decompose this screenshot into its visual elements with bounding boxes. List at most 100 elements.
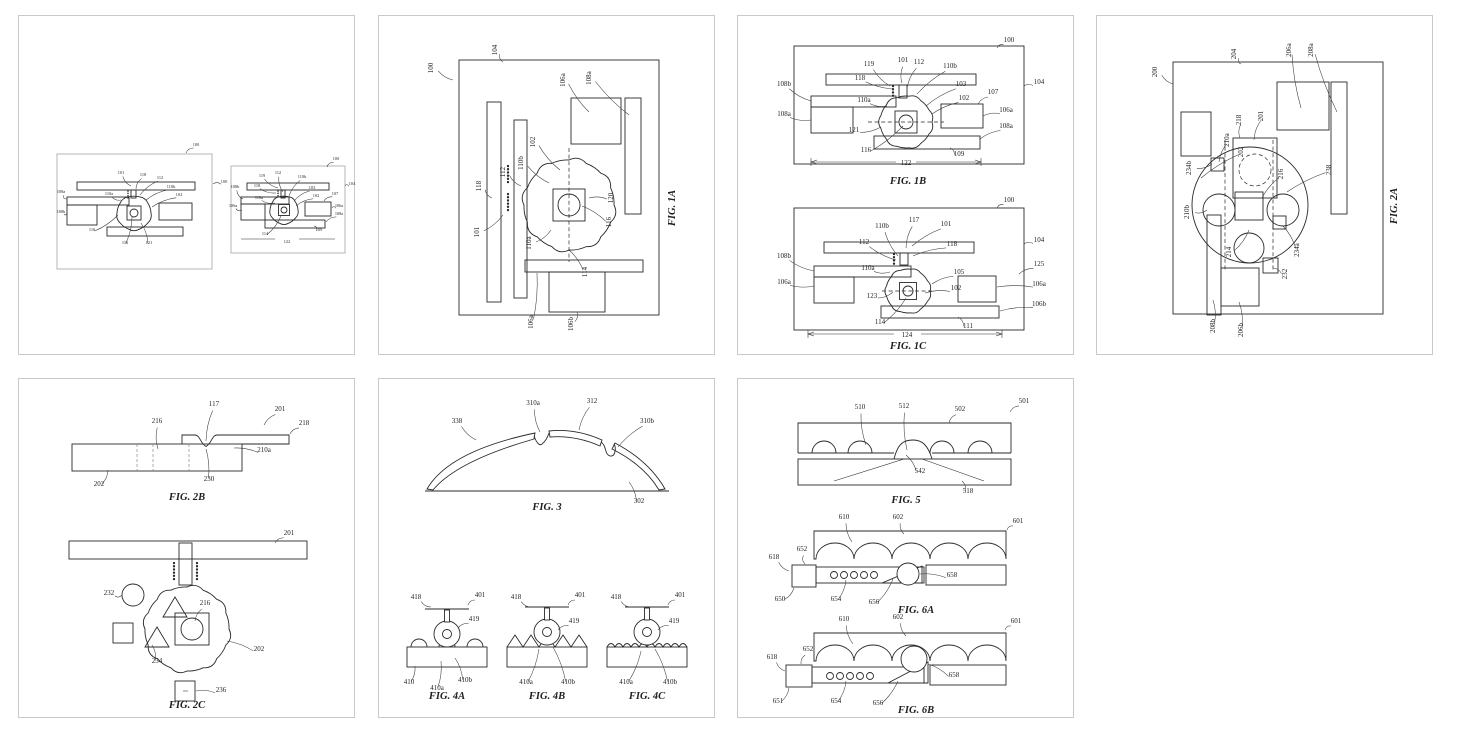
- ref-numeral: 201: [284, 529, 295, 537]
- ref-numeral: 118: [475, 180, 483, 191]
- leader-line: [588, 196, 608, 200]
- leader-line: [437, 660, 442, 688]
- figure-caption: FIG. 1C: [889, 341, 927, 352]
- ref-numeral: 410b: [663, 678, 678, 686]
- ref-numeral: 618: [767, 653, 778, 661]
- leader-line: [870, 125, 904, 152]
- leader-line: [869, 246, 897, 261]
- ref-numeral: 102: [951, 284, 962, 292]
- leader-line: [185, 147, 194, 154]
- leader-line: [145, 189, 169, 201]
- leader-line: [899, 523, 905, 535]
- ref-numeral: 110a: [105, 191, 113, 196]
- leader-line: [1314, 54, 1338, 113]
- ref-numeral: 419: [569, 617, 580, 625]
- ref-numeral: 602: [893, 513, 904, 521]
- figure-caption: FIG. 6A: [897, 605, 934, 616]
- ref-numeral: 119: [864, 60, 875, 68]
- figure-caption: FIG. 2C: [168, 700, 206, 711]
- ref-numeral: 401: [575, 591, 586, 599]
- ref-numeral: 502: [955, 405, 966, 413]
- leader-line: [1023, 83, 1034, 87]
- ref-numeral: 204: [1230, 48, 1238, 59]
- leader-line: [877, 578, 894, 603]
- ref-numeral: 312: [587, 397, 598, 405]
- leader-line: [1286, 172, 1326, 193]
- ref-numeral: 652: [803, 645, 814, 653]
- ref-numeral: 110: [89, 227, 95, 232]
- leader-line: [906, 68, 917, 89]
- ref-numeral: 501: [1019, 397, 1030, 405]
- leader-line: [1006, 525, 1013, 531]
- ref-numeral: 100: [1004, 36, 1015, 44]
- leader-line: [916, 70, 946, 95]
- ref-numeral: 236: [216, 686, 227, 694]
- leader-line: [859, 126, 882, 133]
- ref-numeral: 418: [511, 593, 522, 601]
- leader-line: [578, 407, 590, 431]
- ref-numeral: 110b: [943, 62, 957, 70]
- ref-numeral: 104: [1034, 236, 1045, 244]
- ref-numeral: 106a: [999, 106, 1014, 114]
- ref-numeral: 107: [332, 191, 339, 196]
- leader-line: [235, 208, 243, 212]
- ref-numeral: 104: [491, 44, 499, 55]
- leader-line: [900, 66, 903, 84]
- leader-line: [979, 130, 1001, 140]
- ref-numeral: 109: [954, 150, 965, 158]
- ref-numeral: 206a: [1285, 42, 1293, 57]
- leader-line: [331, 206, 337, 209]
- ref-numeral: 118: [947, 240, 958, 248]
- leader-line: [509, 175, 522, 187]
- ref-numeral: 106a: [777, 278, 792, 286]
- leader-line: [977, 96, 989, 105]
- ref-numeral: 216: [200, 599, 211, 607]
- leader-line: [881, 680, 899, 704]
- ref-numeral: 122: [284, 239, 290, 244]
- leader-line: [1261, 177, 1280, 199]
- ref-numeral: 110a: [255, 195, 263, 200]
- leader-line: [1237, 58, 1242, 65]
- ref-numeral: 118: [855, 74, 866, 82]
- leader-line: [996, 285, 1034, 288]
- ref-numeral: 116: [122, 240, 129, 245]
- ref-numeral: 651: [773, 697, 784, 705]
- leader-line: [1194, 209, 1208, 214]
- ref-numeral: 410b: [458, 676, 473, 684]
- ref-numeral: 100: [221, 179, 227, 184]
- leader-line: [949, 147, 955, 155]
- figure-caption: FIG. 4A: [428, 691, 465, 702]
- ref-numeral: 103: [309, 185, 315, 190]
- leader-line: [911, 228, 941, 247]
- leader-line: [574, 311, 578, 322]
- ref-numeral: 208b: [1209, 319, 1217, 334]
- ref-numeral: 119: [259, 173, 265, 178]
- leader-line: [410, 665, 416, 682]
- ref-numeral: 602: [893, 613, 904, 621]
- ref-numeral: 410b: [561, 678, 576, 686]
- leader-line: [1018, 268, 1034, 275]
- ref-numeral: 108a: [585, 70, 593, 85]
- leader-line: [552, 646, 567, 682]
- ref-numeral: 116: [605, 216, 613, 227]
- ref-numeral: 109: [316, 227, 322, 232]
- ref-numeral: 108b: [231, 184, 240, 189]
- leader-line: [1196, 163, 1213, 169]
- ref-numeral: 232: [1281, 268, 1289, 279]
- ref-numeral: 125: [1034, 260, 1045, 268]
- ref-numeral: 110b: [167, 184, 175, 189]
